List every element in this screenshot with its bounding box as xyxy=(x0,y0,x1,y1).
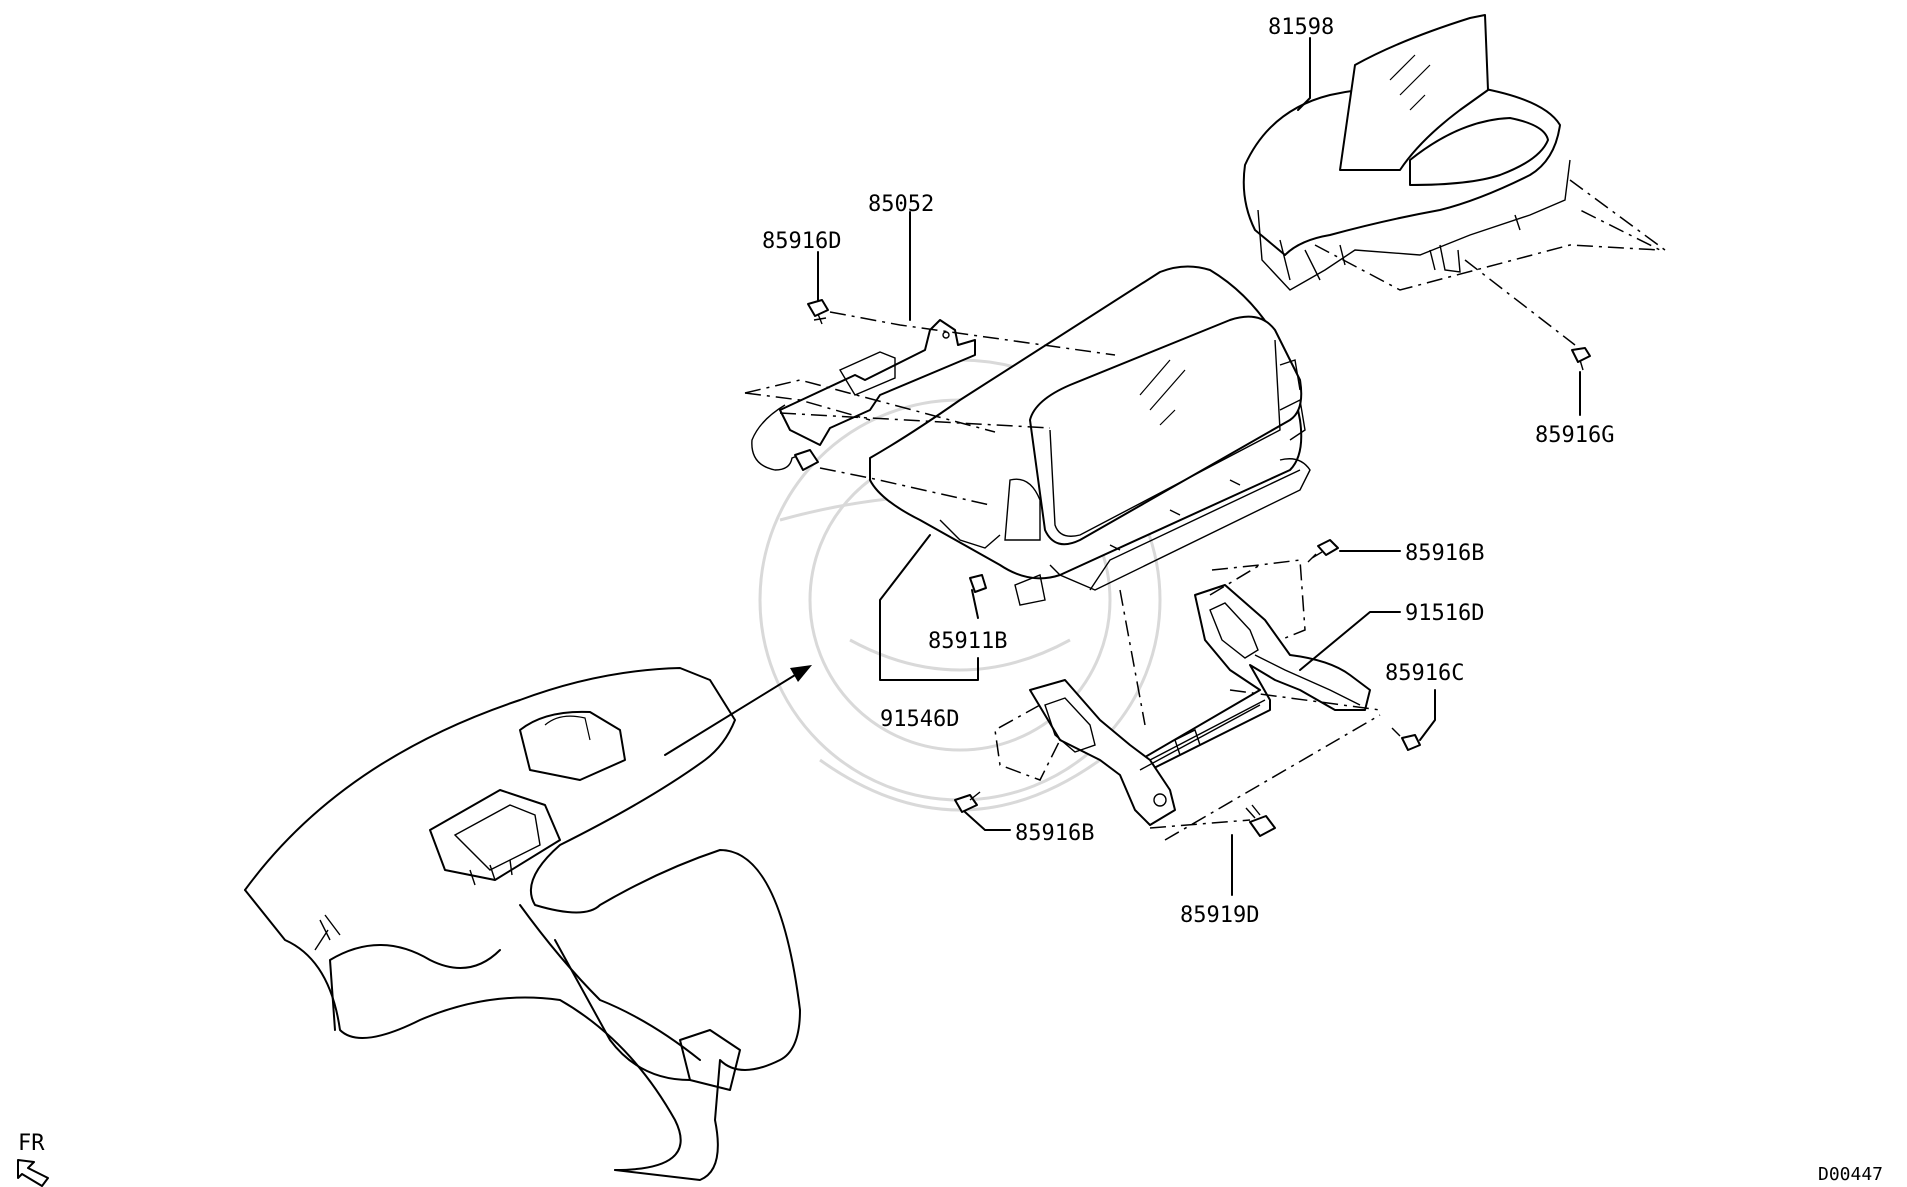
bolt-85916B-bottom xyxy=(954,791,981,813)
bolt-85916B-top xyxy=(1307,539,1339,563)
callout-91546D: 91546D xyxy=(880,707,959,732)
callout-91516D: 91516D xyxy=(1405,601,1484,626)
locator-arrow xyxy=(664,665,812,756)
direction-label: FR xyxy=(18,1131,45,1156)
callout-85916C: 85916C xyxy=(1385,661,1464,686)
assembly-lines xyxy=(744,179,1666,841)
callout-85919D: 85919D xyxy=(1180,903,1259,928)
drawing-code: D00447 xyxy=(1818,1164,1883,1185)
screw-85916C xyxy=(1391,727,1421,751)
bracket-91516D xyxy=(1139,584,1371,771)
bracket-91546D xyxy=(1029,679,1266,826)
dashboard-overview xyxy=(244,667,801,1181)
display-unit xyxy=(869,265,1311,606)
screw-85916D xyxy=(807,299,829,325)
callout-85916B-bottom: 85916B xyxy=(1015,821,1094,846)
front-arrow-icon xyxy=(17,1159,49,1187)
front-direction-indicator: FR xyxy=(17,1131,49,1187)
callout-85916B-top: 85916B xyxy=(1405,541,1484,566)
callout-85916D: 85916D xyxy=(762,229,841,254)
callout-85052: 85052 xyxy=(868,192,934,217)
callout-81598: 81598 xyxy=(1268,15,1334,40)
bolt-85919D xyxy=(1245,804,1276,837)
bezel-81598 xyxy=(1242,14,1571,291)
bracket-85052 xyxy=(751,319,976,471)
callout-85911B: 85911B xyxy=(928,629,1007,654)
callouts: 81598 85052 85916D 85916G 85916B 91516D … xyxy=(762,15,1614,928)
callout-85916G: 85916G xyxy=(1535,423,1614,448)
clip-85911B xyxy=(969,574,987,593)
leader-lines xyxy=(817,37,1581,896)
screw-85916G xyxy=(1571,347,1591,371)
